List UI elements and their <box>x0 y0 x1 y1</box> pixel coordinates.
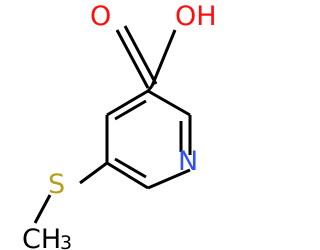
bond-c-oh <box>150 29 177 87</box>
bond-s-ch3 <box>33 194 52 224</box>
bond-c4-c3 <box>106 89 149 117</box>
bond-c4-c3-inner <box>114 99 147 121</box>
bonds <box>33 25 192 224</box>
sulfur-label: S <box>48 169 65 200</box>
bond-c-o-double-a <box>115 29 150 89</box>
bond-c-o-double-b <box>123 25 158 85</box>
structure-canvas: O OH N S CH 3 <box>22 1 217 250</box>
methyl-subscript: 3 <box>60 232 72 250</box>
hydroxyl-label: OH <box>175 1 217 32</box>
bond-n1-c6 <box>147 168 191 190</box>
oxygen-label-carbonyl: O <box>90 1 111 32</box>
methyl-label: CH <box>22 224 61 250</box>
bond-c5-s <box>79 161 108 185</box>
nitrogen-label: N <box>178 146 198 177</box>
bond-c6-c5 <box>106 161 149 190</box>
bond-c6-c5-inner <box>114 157 147 179</box>
bond-c3-c2 <box>147 89 191 117</box>
molecule-structure: O OH N S CH 3 <box>22 1 217 250</box>
